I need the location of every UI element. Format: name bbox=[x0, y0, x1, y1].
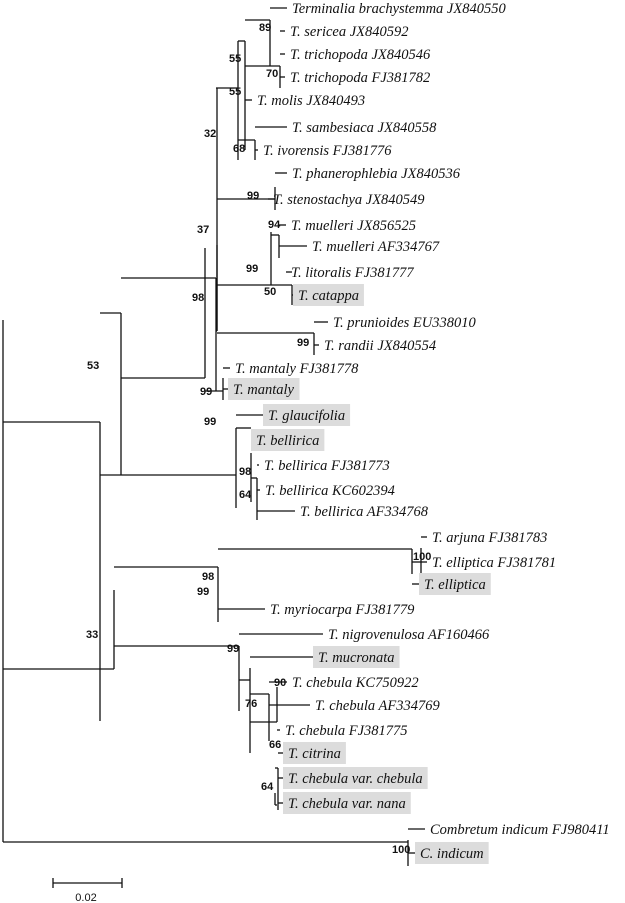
leaf-label: T. myriocarpa FJ381779 bbox=[270, 602, 415, 618]
leaf-label: T. bellirica bbox=[256, 433, 319, 449]
leaf-label: T. muelleri AF334767 bbox=[312, 239, 440, 255]
bootstrap-value: 99 bbox=[197, 586, 209, 598]
bootstrap-value: 70 bbox=[266, 68, 278, 80]
leaf-label: T. elliptica FJ381781 bbox=[432, 555, 556, 571]
bootstrap-value: 64 bbox=[239, 489, 252, 501]
leaf-highlight bbox=[283, 792, 411, 814]
bootstrap-value: 94 bbox=[268, 219, 281, 231]
leaf-label: T. bellirica AF334768 bbox=[300, 504, 429, 520]
bootstrap-values: 89 70 55 55 68 32 99 94 99 50 37 99 98 99 53 99 98 64 99 10… bbox=[86, 22, 431, 856]
leaf-label: Terminalia brachystemma JX840550 bbox=[292, 1, 506, 17]
bootstrap-value: 68 bbox=[233, 143, 245, 155]
bootstrap-value: 53 bbox=[87, 360, 99, 372]
leaf-label: T. chebula AF334769 bbox=[315, 698, 440, 714]
bootstrap-value: 32 bbox=[204, 128, 216, 140]
leaf-highlight bbox=[415, 842, 489, 864]
bootstrap-value: 99 bbox=[200, 386, 212, 398]
scale-bar-label: 0.02 bbox=[75, 892, 96, 903]
leaf-label: T. citrina bbox=[288, 746, 341, 762]
leaf-highlight bbox=[293, 284, 364, 306]
bootstrap-value: 99 bbox=[297, 337, 309, 349]
leaf-highlight bbox=[263, 404, 351, 426]
bootstrap-value: 33 bbox=[86, 629, 98, 641]
tree-branches bbox=[2, 7, 427, 866]
bootstrap-value: 89 bbox=[259, 22, 271, 34]
leaf-label: T. randii JX840554 bbox=[324, 338, 436, 354]
leaf-label: T. phanerophlebia JX840536 bbox=[292, 166, 461, 182]
leaf-label: T. nigrovenulosa AF160466 bbox=[328, 627, 490, 643]
leaf-label: C. indicum bbox=[420, 846, 484, 862]
leaf-label: T. sericea JX840592 bbox=[290, 24, 409, 40]
leaf-label: T. bellirica FJ381773 bbox=[264, 458, 390, 474]
bootstrap-value: 98 bbox=[192, 292, 204, 304]
bootstrap-value: 100 bbox=[392, 844, 410, 856]
leaf-label: T. arjuna FJ381783 bbox=[432, 530, 547, 546]
scale-bar: 0.02 bbox=[52, 878, 123, 903]
leaf-label: T. trichopoda FJ381782 bbox=[290, 70, 430, 86]
leaf-highlight bbox=[313, 646, 400, 668]
leaf-label: T. sambesiaca JX840558 bbox=[292, 120, 437, 136]
tree-leaves: Terminalia brachystemma JX840550 T. seric… bbox=[228, 1, 610, 864]
leaf-label: T. catappa bbox=[298, 288, 359, 304]
leaf-label: T. stenostachya JX840549 bbox=[273, 192, 425, 208]
bootstrap-value: 98 bbox=[202, 571, 214, 583]
bootstrap-value: 99 bbox=[247, 190, 259, 202]
leaf-label: T. chebula KC750922 bbox=[292, 675, 419, 691]
bootstrap-value: 98 bbox=[239, 466, 251, 478]
leaf-label: T. mantaly FJ381778 bbox=[235, 361, 359, 377]
leaf-label: T. litoralis FJ381777 bbox=[291, 265, 414, 281]
bootstrap-value: 55 bbox=[229, 86, 241, 98]
leaf-label: T. chebula var. chebula bbox=[288, 771, 423, 787]
leaf-label: T. prunioides EU338010 bbox=[333, 315, 476, 331]
bootstrap-value: 55 bbox=[229, 53, 241, 65]
leaf-label: T. chebula var. nana bbox=[288, 796, 406, 812]
bootstrap-value: 99 bbox=[227, 643, 239, 655]
bootstrap-value: 99 bbox=[204, 416, 216, 428]
leaf-label: T. chebula FJ381775 bbox=[285, 723, 408, 739]
leaf-label: T. ivorensis FJ381776 bbox=[263, 143, 392, 159]
bootstrap-value: 100 bbox=[413, 551, 431, 563]
bootstrap-value: 37 bbox=[197, 224, 209, 236]
leaf-label: T. trichopoda JX840546 bbox=[290, 47, 431, 63]
bootstrap-value: 99 bbox=[246, 263, 258, 275]
leaf-label: T. muelleri JX856525 bbox=[291, 218, 416, 234]
leaf-label: T. glaucifolia bbox=[268, 408, 345, 424]
leaf-highlight bbox=[283, 767, 428, 789]
leaf-label: T. elliptica bbox=[424, 577, 486, 593]
leaf-highlight bbox=[228, 378, 300, 400]
leaf-highlight bbox=[283, 742, 346, 764]
leaf-highlight bbox=[251, 429, 325, 451]
leaf-label: T. mantaly bbox=[233, 382, 295, 398]
leaf-label: T. molis JX840493 bbox=[257, 93, 365, 109]
leaf-label: Combretum indicum FJ980411 bbox=[430, 822, 610, 838]
leaf-highlight bbox=[419, 573, 491, 595]
bootstrap-value: 64 bbox=[261, 781, 274, 793]
bootstrap-value: 76 bbox=[245, 698, 257, 710]
leaf-label: T. bellirica KC602394 bbox=[265, 483, 395, 499]
bootstrap-value: 50 bbox=[264, 286, 276, 298]
bootstrap-value: 90 bbox=[274, 677, 286, 689]
leaf-label: T. mucronata bbox=[318, 650, 395, 666]
bootstrap-value: 66 bbox=[269, 739, 281, 751]
